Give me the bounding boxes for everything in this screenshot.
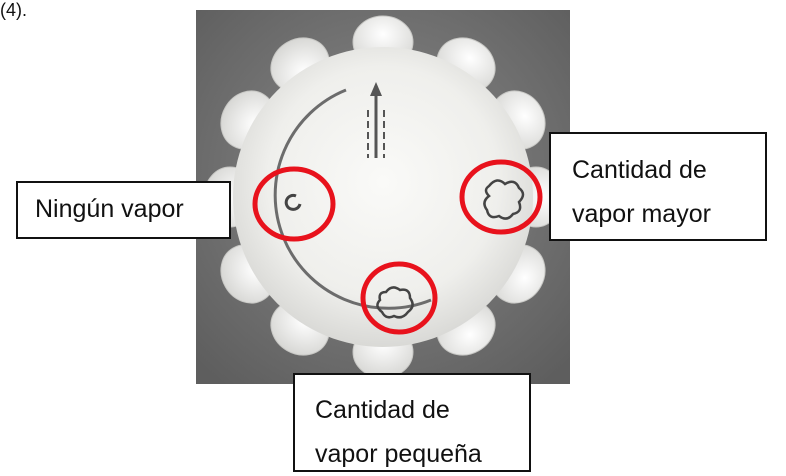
callout-large-steam: Cantidad de vapor mayor — [549, 132, 767, 241]
steam-dial-photo — [196, 10, 570, 384]
callout-small-steam: Cantidad de vapor pequeña — [293, 373, 531, 472]
callout-large-steam-line1: Cantidad de — [572, 148, 765, 192]
callout-small-steam-line1: Cantidad de — [315, 388, 529, 432]
callout-large-steam-line2: vapor mayor — [572, 192, 765, 236]
figure-label: (4). — [0, 0, 27, 20]
callout-small-steam-line2: vapor pequeña — [315, 432, 529, 476]
callout-no-steam: Ningún vapor — [16, 181, 231, 239]
callout-no-steam-text: Ningún vapor — [35, 195, 229, 224]
